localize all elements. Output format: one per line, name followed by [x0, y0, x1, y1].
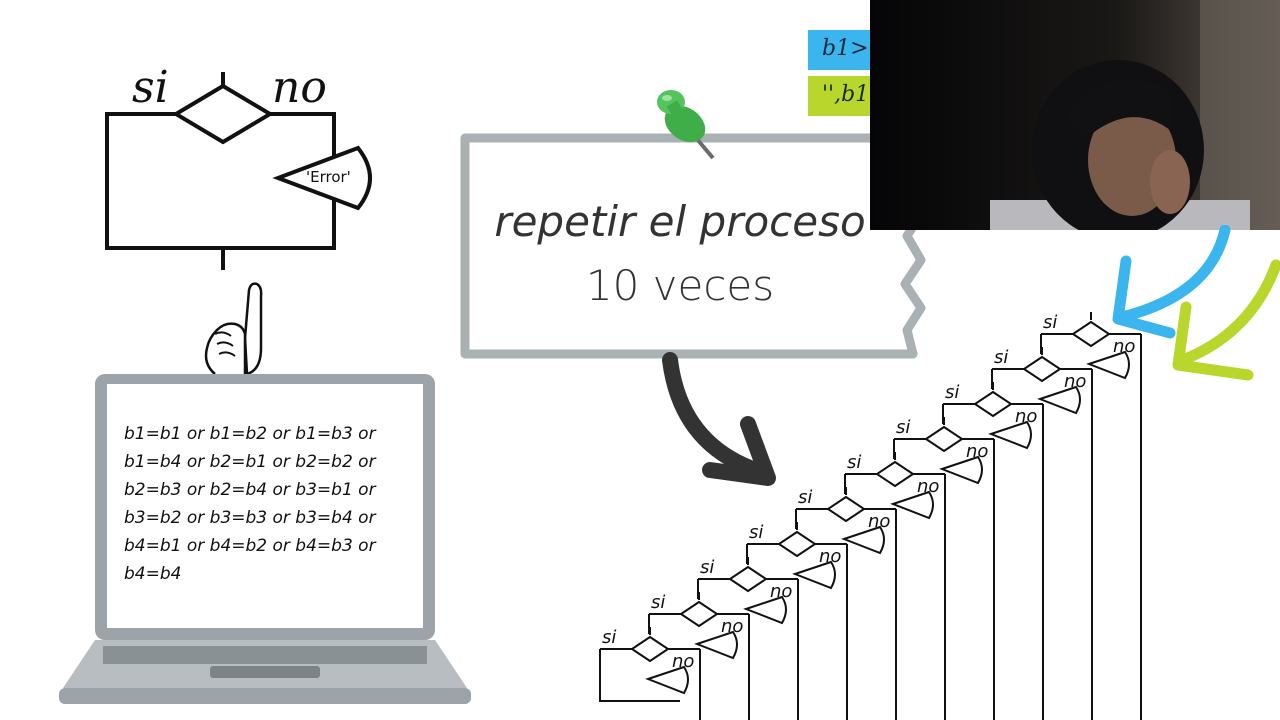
code-line: b4=b4	[124, 564, 182, 584]
yes-label: si	[602, 627, 616, 648]
output-shape	[939, 455, 983, 485]
first-box-line	[599, 649, 680, 702]
decision-diamond	[777, 530, 817, 558]
code-line: b3=b2 or b3=b3 or b3=b4 or	[124, 508, 376, 528]
yes-label: si	[994, 347, 1008, 368]
webcam-overlay	[870, 0, 1280, 230]
decision-staircase: si no si no si no si no si no si no si no si no si no si no	[599, 312, 1142, 720]
code-line: b2=b3 or b2=b4 or b3=b1 or	[124, 480, 376, 500]
push-pin-icon	[657, 90, 715, 160]
laptop-code-text: b1=b1 or b1=b2 or b1=b3 or b1=b4 or b2=b…	[124, 420, 424, 588]
pointing-hand-icon	[204, 282, 263, 376]
green-arrow-icon	[1174, 259, 1280, 367]
curved-arrow-icon	[662, 352, 776, 486]
decision-diamond	[679, 600, 719, 628]
output-shape	[645, 665, 689, 695]
decision-diamond	[728, 565, 768, 593]
output-shape	[988, 420, 1032, 450]
output-shape	[1037, 385, 1081, 415]
decision-diamond	[1071, 320, 1111, 348]
no-label: no	[966, 441, 988, 462]
yes-label: si	[749, 522, 763, 543]
output-shape	[743, 595, 787, 625]
decision-diamond	[630, 635, 670, 663]
no-label: no	[917, 476, 939, 497]
yes-label: si	[798, 487, 812, 508]
yes-label: si	[896, 417, 910, 438]
yes-label: si	[945, 382, 959, 403]
yes-label: si	[700, 557, 714, 578]
yes-label: si	[132, 62, 169, 113]
decision-diamond	[973, 390, 1013, 418]
note-line-1: repetir el proceso	[494, 197, 866, 246]
no-label: no	[868, 511, 890, 532]
yes-label: si	[651, 592, 665, 613]
green-badge: '',b1	[808, 76, 874, 116]
green-badge-text: '',b1	[822, 82, 870, 107]
no-label: no	[1015, 406, 1037, 427]
error-output-label: 'Error'	[306, 168, 351, 186]
decision-diamond	[826, 495, 866, 523]
code-line: b1=b1 or b1=b2 or b1=b3 or	[124, 424, 376, 444]
no-label: no	[770, 581, 792, 602]
no-label: no	[272, 62, 327, 113]
output-shape	[841, 525, 885, 555]
no-label: no	[1064, 371, 1086, 392]
output-shape	[890, 490, 934, 520]
yes-label: si	[1043, 312, 1057, 333]
decision-diamond	[1022, 355, 1062, 383]
note-line-2: 10 veces	[585, 261, 775, 310]
no-label: no	[819, 546, 841, 567]
output-shape	[1086, 350, 1130, 380]
output-shape	[694, 630, 738, 660]
output-shape	[792, 560, 836, 590]
note-text: repetir el proceso 10 veces	[470, 190, 890, 318]
decision-diamond	[924, 425, 964, 453]
no-label: no	[672, 651, 694, 672]
no-label: no	[721, 616, 743, 637]
code-line: b1=b4 or b2=b1 or b2=b2 or	[124, 452, 376, 472]
laptop-icon	[59, 374, 471, 704]
webcam-feed	[870, 0, 1280, 230]
code-line: b4=b1 or b4=b2 or b4=b3 or	[124, 536, 376, 556]
no-label: no	[1113, 336, 1135, 357]
blue-badge-text: b1>	[822, 36, 869, 61]
colored-arrows	[1112, 225, 1280, 381]
decision-diamond	[875, 460, 915, 488]
blue-arrow-icon	[1116, 225, 1231, 323]
flowchart-fragment	[105, 72, 372, 270]
yes-label: si	[847, 452, 861, 473]
output-shape	[272, 145, 372, 211]
blue-badge: b1>	[808, 30, 874, 70]
